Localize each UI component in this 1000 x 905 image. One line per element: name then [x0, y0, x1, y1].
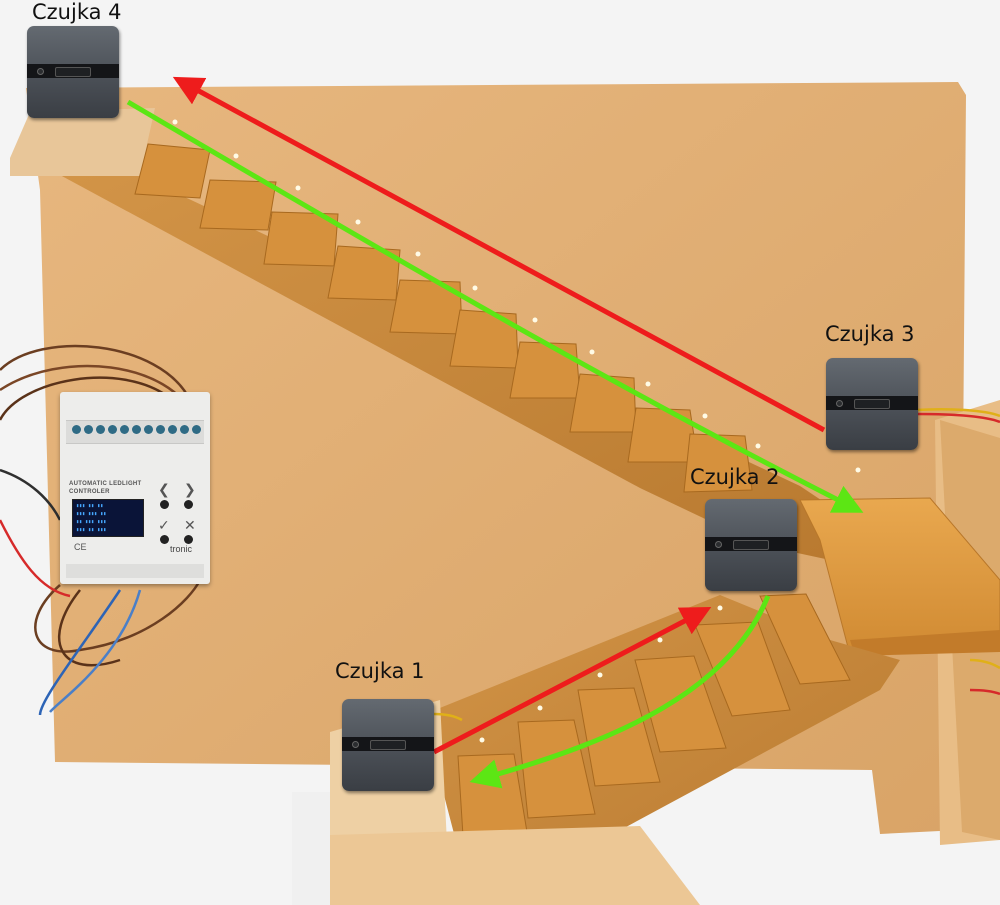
red-arrow-upper — [172, 76, 826, 433]
terminal-screw — [168, 425, 177, 434]
terminal-screw — [156, 425, 165, 434]
sensor-2-label: Czujka 2 — [690, 465, 780, 489]
brand-label: tronic — [170, 544, 193, 554]
sensor-2 — [705, 499, 797, 591]
controller-title-line2: CONTROLER — [69, 489, 110, 495]
controller-title: AUTOMATIC LEDLIGHT CONTROLER — [69, 480, 142, 496]
sensor-1-label: Czujka 1 — [335, 659, 425, 683]
sensor-lens — [854, 399, 890, 409]
sensor-3 — [826, 358, 918, 450]
controller-title-line1: AUTOMATIC LEDLIGHT — [69, 481, 142, 487]
terminal-screw — [108, 425, 117, 434]
check-icon: ✓ — [158, 517, 170, 533]
red-arrows — [172, 76, 826, 755]
sensor-3-label: Czujka 3 — [825, 322, 915, 346]
sensor-led — [715, 541, 722, 548]
top-landing — [10, 108, 155, 176]
middle-landing — [799, 497, 1000, 656]
green-arrow-lower — [469, 595, 771, 789]
button-ok[interactable] — [160, 535, 169, 544]
upper-stringer — [60, 175, 830, 560]
terminal-screw — [84, 425, 93, 434]
sensor-lens — [55, 67, 91, 77]
sensor-4-label: Czujka 4 — [32, 0, 122, 24]
terminal-screw — [96, 425, 105, 434]
lower-steps — [457, 593, 851, 853]
red-arrow-lower — [432, 607, 712, 755]
terminal-screw — [180, 425, 189, 434]
sensor-4 — [27, 26, 119, 118]
lower-stringer — [410, 595, 900, 895]
led-lights — [172, 119, 861, 743]
bottom-terminal-strip — [66, 564, 204, 578]
sensor-led — [37, 68, 44, 75]
sensor-led — [836, 400, 843, 407]
terminal-screw — [132, 425, 141, 434]
sensor-led — [352, 741, 359, 748]
oled-display: ▮▮▮ ▮▮ ▮▮ ▮▮▮ ▮▮▮ ▮▮ ▮▮ ▮▮▮ ▮▮▮ ▮▮▮ ▮▮ ▮… — [72, 499, 144, 537]
ce-mark: CE — [74, 542, 87, 552]
arrow-left-icon: ❮ — [158, 481, 170, 497]
terminal-screw — [120, 425, 129, 434]
button-left[interactable] — [160, 500, 169, 509]
close-icon: ✕ — [184, 517, 196, 533]
green-arrow-upper — [126, 99, 864, 513]
arrow-right-icon: ❯ — [184, 481, 196, 497]
ledlight-controller: AUTOMATIC LEDLIGHT CONTROLER ▮▮▮ ▮▮ ▮▮ ▮… — [60, 392, 210, 584]
button-cancel[interactable] — [184, 535, 193, 544]
terminal-screw — [144, 425, 153, 434]
sensor-lens — [370, 740, 406, 750]
terminal-screw — [72, 425, 81, 434]
button-right[interactable] — [184, 500, 193, 509]
terminal-screw — [192, 425, 201, 434]
sensor-1 — [342, 699, 434, 791]
green-arrows — [126, 99, 864, 789]
sensor-lens — [733, 540, 769, 550]
